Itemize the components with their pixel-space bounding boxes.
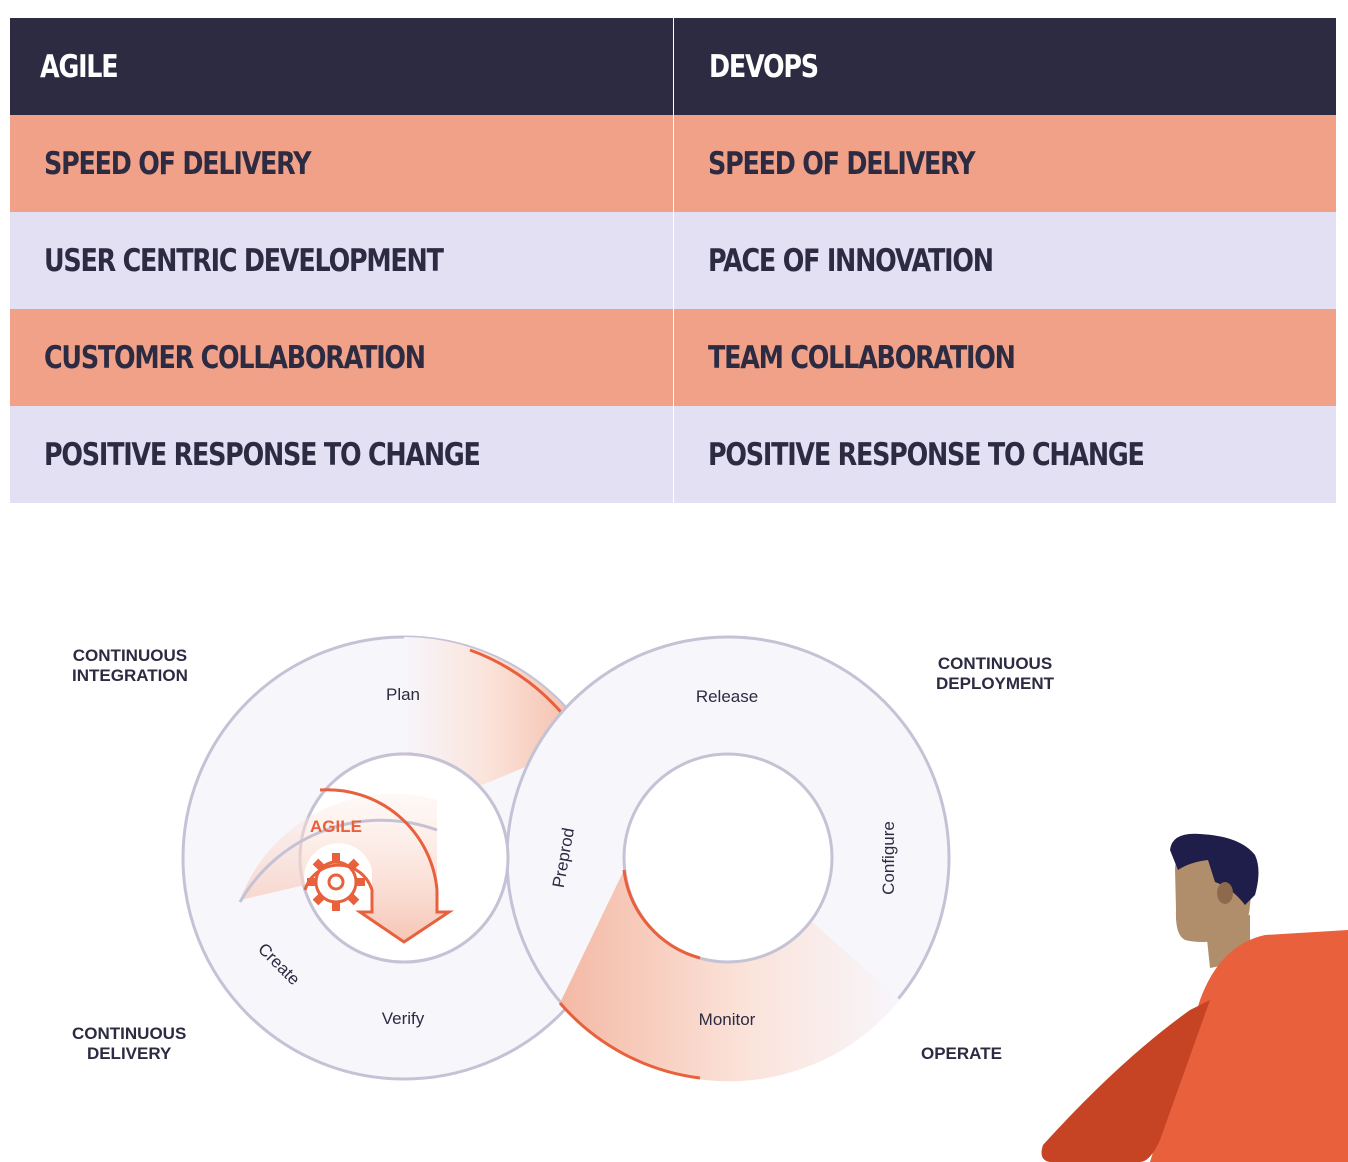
table-cell-devops: POSITIVE RESPONSE TO CHANGE bbox=[708, 436, 1145, 473]
monitor-accent-stroke bbox=[558, 1002, 701, 1080]
agile-fill bbox=[240, 793, 448, 942]
table-row: POSITIVE RESPONSE TO CHANGE POSITIVE RES… bbox=[10, 406, 1336, 503]
label-monitor: Monitor bbox=[699, 1010, 756, 1029]
table-cell-devops: TEAM COLLABORATION bbox=[708, 339, 1016, 376]
label-verify: Verify bbox=[382, 1009, 425, 1028]
label-continuous-deployment: CONTINUOUS DEPLOYMENT bbox=[936, 654, 1055, 693]
table-header-row: AGILE DEVOPS bbox=[10, 18, 1336, 115]
label-release: Release bbox=[696, 687, 758, 706]
agile-spiral bbox=[238, 788, 454, 944]
monitor-inner-accent bbox=[622, 869, 701, 960]
table-cell-agile: USER CENTRIC DEVELOPMENT bbox=[10, 212, 674, 309]
label-configure: Configure bbox=[879, 821, 898, 895]
header-agile: AGILE bbox=[10, 18, 674, 115]
right-loop-inner bbox=[622, 752, 834, 964]
table-cell-agile: SPEED OF DELIVERY bbox=[10, 115, 674, 212]
person-illustration bbox=[1041, 833, 1348, 1162]
label-agile: AGILE bbox=[310, 817, 362, 836]
devops-loop-diagram: Plan Create Verify Preprod Release Confi… bbox=[181, 635, 1348, 1162]
label-continuous-delivery: CONTINUOUS DELIVERY bbox=[72, 1024, 187, 1063]
comparison-table: AGILE DEVOPS SPEED OF DELIVERY SPEED OF … bbox=[10, 18, 1336, 503]
label-plan: Plan bbox=[386, 685, 420, 704]
table-cell-devops: PACE OF INNOVATION bbox=[708, 242, 994, 279]
label-operate: OPERATE bbox=[921, 1044, 1002, 1063]
table-row: CUSTOMER COLLABORATION TEAM COLLABORATIO… bbox=[10, 309, 1336, 406]
table-cell-devops: SPEED OF DELIVERY bbox=[708, 145, 976, 182]
table-cell-agile: CUSTOMER COLLABORATION bbox=[10, 309, 674, 406]
gear-icon bbox=[307, 853, 365, 911]
table-row: SPEED OF DELIVERY SPEED OF DELIVERY bbox=[10, 115, 1336, 212]
table-cell-agile: POSITIVE RESPONSE TO CHANGE bbox=[10, 406, 674, 503]
header-devops: DEVOPS bbox=[709, 48, 819, 85]
table-row: USER CENTRIC DEVELOPMENT PACE OF INNOVAT… bbox=[10, 212, 1336, 309]
label-continuous-integration: CONTINUOUS INTEGRATION bbox=[72, 646, 188, 685]
arrow-down-icon bbox=[303, 788, 454, 944]
